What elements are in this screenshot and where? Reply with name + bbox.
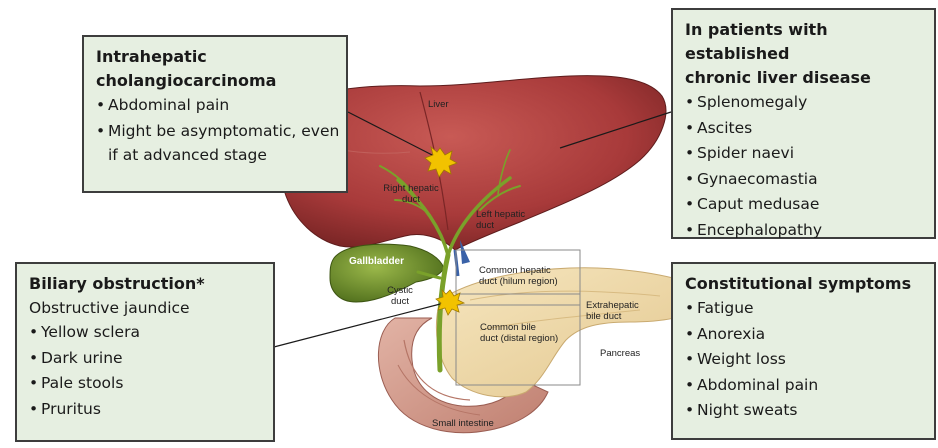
list-item: Yellow sclera <box>29 320 263 346</box>
list-item: Dark urine <box>29 346 263 372</box>
label-gallbladder: Gallbladder <box>349 256 404 267</box>
chronic-liver-disease-box: In patients with established chronic liv… <box>671 8 936 239</box>
constitutional-title: Constitutional symptoms <box>685 272 924 296</box>
label-extrahepatic-line2: bile duct <box>586 311 639 322</box>
list-item: Might be asymptomatic, even if at advanc… <box>96 119 340 167</box>
label-left-hepatic-duct: Left hepatic duct <box>476 209 525 231</box>
list-item: Anorexia <box>685 322 924 348</box>
label-small-intestine: Small intestine <box>432 418 494 429</box>
intrahepatic-box: Intrahepatic cholangiocarcinoma Abdomina… <box>82 35 348 193</box>
label-left-hepatic-line2: duct <box>476 220 525 231</box>
list-item: Gynaecomastia <box>685 167 924 193</box>
biliary-obstruction-box: Biliary obstruction* Obstructive jaundic… <box>15 262 275 442</box>
label-cystic-line1: Cystic <box>380 285 420 296</box>
list-item: Splenomegaly <box>685 90 924 116</box>
label-common-bile-line2: duct (distal region) <box>480 333 558 344</box>
biliary-list: Yellow sclera Dark urine Pale stools Pru… <box>29 320 263 422</box>
list-item: Pruritus <box>29 397 263 423</box>
list-item: Weight loss <box>685 347 924 373</box>
list-item: Abdominal pain <box>685 373 924 399</box>
label-cystic-duct: Cystic duct <box>380 285 420 307</box>
label-right-hepatic-line1: Right hepatic <box>379 183 443 194</box>
list-item: Encephalopathy <box>685 218 924 244</box>
pancreas <box>436 268 706 397</box>
chronic-title-line2: chronic liver disease <box>685 66 924 90</box>
label-common-hepatic-duct: Common hepatic duct (hilum region) <box>479 265 558 287</box>
constitutional-list: Fatigue Anorexia Weight loss Abdominal p… <box>685 296 924 424</box>
label-right-hepatic-duct: Right hepatic duct <box>379 183 443 205</box>
intrahepatic-title-line2: cholangiocarcinoma <box>96 69 336 93</box>
label-common-hepatic-line1: Common hepatic <box>479 265 558 276</box>
biliary-title: Biliary obstruction* <box>29 272 263 296</box>
constitutional-symptoms-box: Constitutional symptoms Fatigue Anorexia… <box>671 262 936 440</box>
intrahepatic-title-line1: Intrahepatic <box>96 45 336 69</box>
chronic-list: Splenomegaly Ascites Spider naevi Gynaec… <box>685 90 924 243</box>
label-extrahepatic-bile-duct: Extrahepatic bile duct <box>586 300 639 322</box>
label-common-bile-duct: Common bile duct (distal region) <box>480 322 558 344</box>
label-liver: Liver <box>428 99 449 110</box>
label-extrahepatic-line1: Extrahepatic <box>586 300 639 311</box>
list-item: Caput medusae <box>685 192 924 218</box>
biliary-subtitle: Obstructive jaundice <box>29 296 263 320</box>
list-item: Fatigue <box>685 296 924 322</box>
label-cystic-line2: duct <box>380 296 420 307</box>
label-common-bile-line1: Common bile <box>480 322 558 333</box>
label-pancreas: Pancreas <box>600 348 640 359</box>
list-item: Spider naevi <box>685 141 924 167</box>
label-left-hepatic-line1: Left hepatic <box>476 209 525 220</box>
list-item: Ascites <box>685 116 924 142</box>
intrahepatic-list: Abdominal pain Might be asymptomatic, ev… <box>96 93 336 167</box>
list-item: Night sweats <box>685 398 924 424</box>
label-right-hepatic-line2: duct <box>379 194 443 205</box>
list-item: Pale stools <box>29 371 263 397</box>
list-item: Abdominal pain <box>96 93 336 119</box>
label-common-hepatic-line2: duct (hilum region) <box>479 276 558 287</box>
chronic-title-line1: In patients with established <box>685 18 924 66</box>
